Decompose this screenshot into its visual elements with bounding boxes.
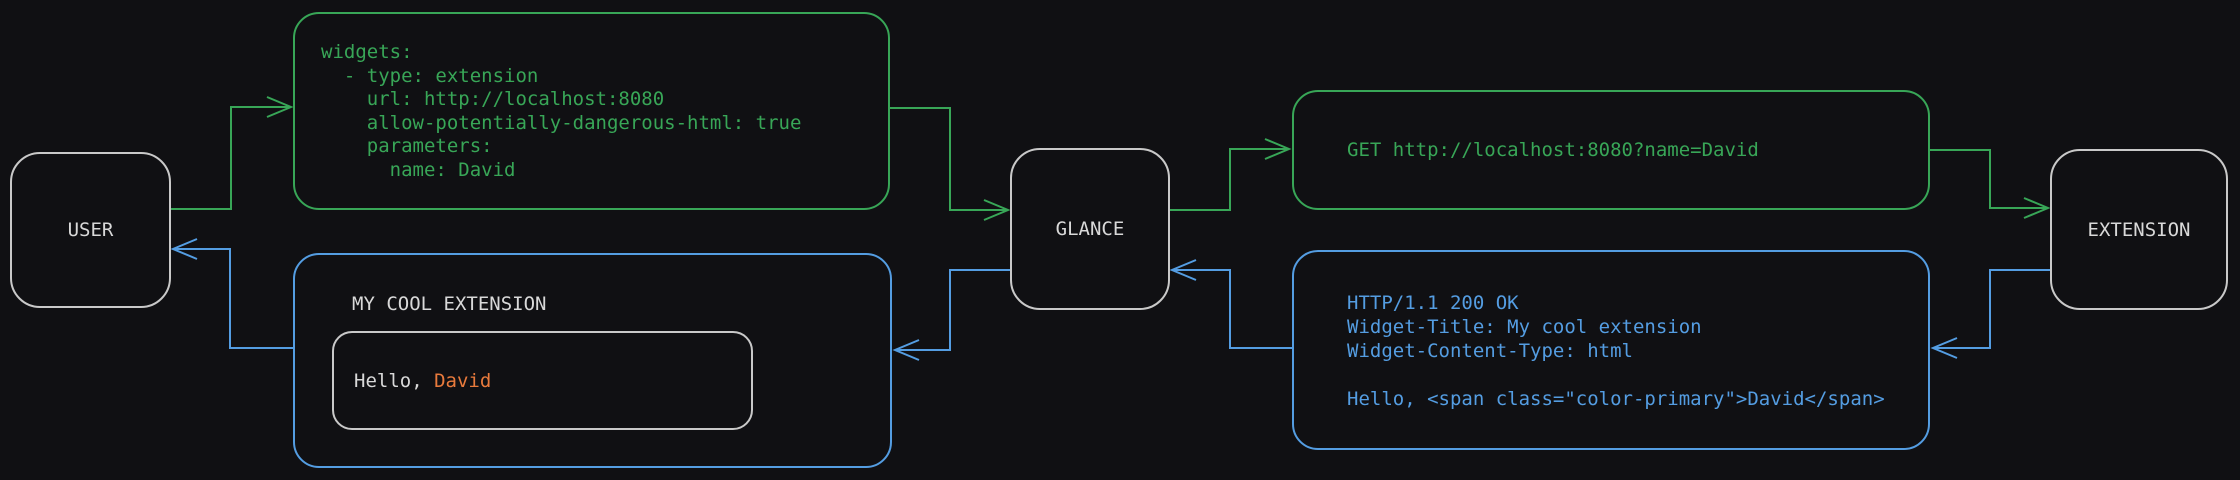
http-response-box: HTTP/1.1 200 OK Widget-Title: My cool ex… (1292, 250, 1930, 450)
yaml-line: allow-potentially-dangerous-html: true (321, 111, 802, 134)
yaml-line: widgets: (321, 41, 413, 63)
arrow-response-to-glance (1169, 259, 1292, 349)
arrow-get-to-extension (1930, 149, 2051, 219)
widget-content-frame: Hello, David (332, 331, 753, 430)
http-response-line: Widget-Content-Type: html (1347, 340, 1633, 362)
arrow-user-to-config (171, 96, 294, 210)
get-request-box: GET http://localhost:8080?name=David (1292, 90, 1930, 210)
greeting-name: David (434, 369, 492, 392)
extension-node: EXTENSION (2050, 149, 2228, 310)
http-response-line (1347, 363, 1928, 387)
arrow-glance-to-get (1170, 138, 1292, 211)
http-response-line: Hello, <span class="color-primary">David… (1347, 388, 1885, 410)
user-node-label: USER (67, 219, 114, 241)
http-response-line: HTTP/1.1 200 OK (1347, 292, 1519, 314)
http-response-line: Widget-Title: My cool extension (1347, 316, 1702, 338)
yaml-line: name: David (321, 158, 516, 181)
yaml-line: - type: extension (321, 64, 539, 87)
widget-title: MY COOL EXTENSION (352, 293, 547, 315)
yaml-line: url: http://localhost:8080 (321, 88, 665, 110)
config-yaml-box: widgets: - type: extension url: http://l… (293, 12, 890, 210)
arrow-glance-to-widget (892, 269, 1010, 361)
arrow-extension-to-response (1930, 269, 2050, 359)
greeting-prefix: Hello, (354, 369, 435, 392)
glance-node-label: GLANCE (1055, 218, 1125, 240)
arrow-widget-to-user (170, 238, 293, 349)
arrow-config-to-glance (890, 107, 1011, 221)
rendered-widget-box: MY COOL EXTENSION Hello, David (293, 253, 892, 468)
yaml-line: parameters: (321, 135, 493, 157)
extension-node-label: EXTENSION (2087, 218, 2191, 241)
user-node: USER (10, 152, 171, 308)
get-request-text: GET http://localhost:8080?name=David (1347, 139, 1759, 161)
glance-node: GLANCE (1010, 148, 1170, 310)
